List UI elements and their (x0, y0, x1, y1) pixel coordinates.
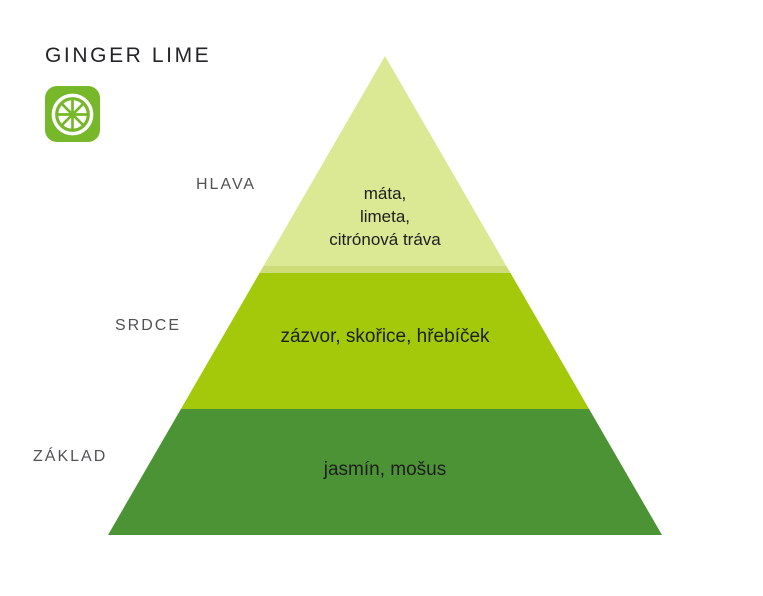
pyramid: máta, limeta, citrónová tráva zázvor, sk… (108, 56, 662, 535)
tier-2-notes: jasmín, mošus (323, 459, 447, 480)
lime-slice-icon (45, 86, 100, 142)
tier-label-head: HLAVA (196, 176, 257, 193)
note-line: limeta, (359, 207, 411, 226)
note-line: máta, (363, 184, 407, 203)
tier-0-edge (259, 266, 511, 273)
tier-2: jasmín, mošus (108, 409, 662, 535)
tier-label-base: ZÁKLAD (33, 448, 108, 465)
tier-0: máta, limeta, citrónová tráva (259, 56, 511, 273)
tier-0-notes: máta, limeta, citrónová tráva (260, 182, 511, 251)
lime-slice-glyph (51, 93, 94, 135)
tier-1-notes: zázvor, skořice, hřebíček (280, 326, 490, 347)
tier-label-heart: SRDCE (115, 317, 182, 334)
note-line: citrónová tráva (329, 230, 441, 249)
page-title: GINGER LIME (45, 44, 212, 67)
tier-1: zázvor, skořice, hřebíček (180, 273, 590, 409)
